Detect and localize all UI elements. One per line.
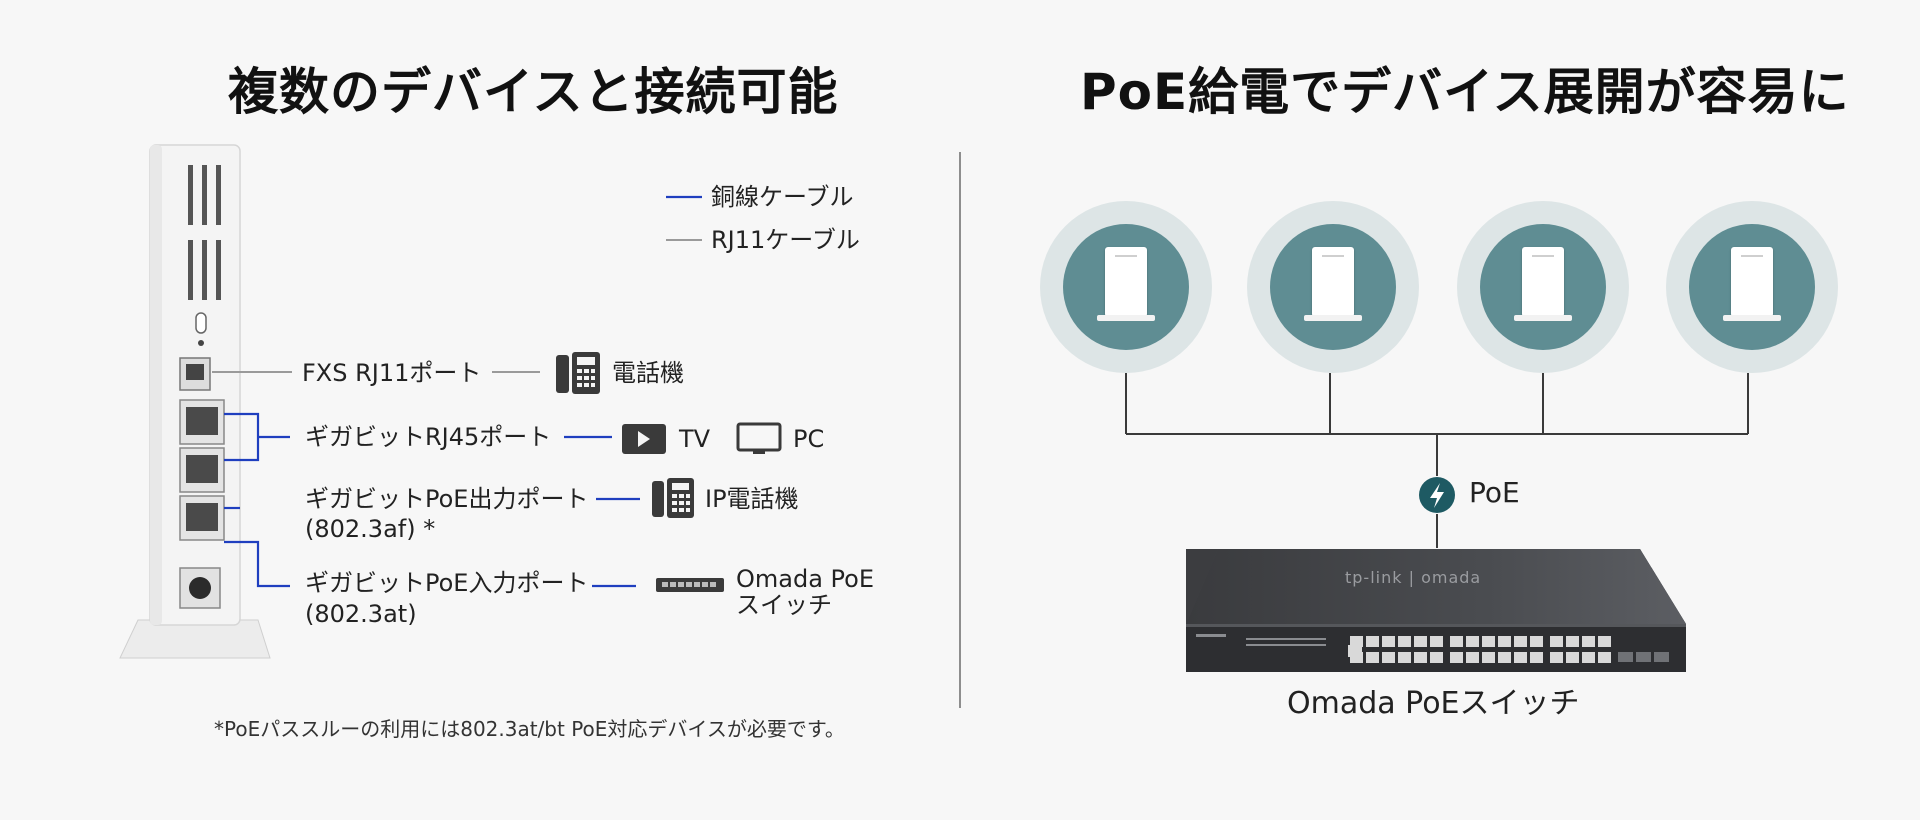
legend-rj11-label: RJ11ケーブル [711,226,860,254]
poe-switch [1186,549,1686,672]
fxs-port-label: FXS RJ11ポート [302,359,482,387]
switch-label-1: Omada PoE [736,565,875,593]
access-point-1 [1040,201,1212,373]
router-vent [202,165,207,225]
switch-icon [656,578,724,592]
rj45-port-label: ギガビットRJ45ポート [305,423,552,451]
router-vent [202,240,207,300]
pc-label: PC [793,425,825,453]
ap-device [1731,247,1773,317]
ip-phone-icon [652,478,694,518]
tv-label: TV [679,425,711,453]
ip-phone-label: IP電話機 [705,485,799,513]
ap-device [1522,247,1564,317]
router-vent [216,165,221,225]
poe-in-line [224,540,290,588]
poe-out-label-1: ギガビットPoE出力ポート [305,485,589,513]
poe-cables [1125,373,1749,548]
rj45-port-1-hole [186,407,218,435]
phone-label: 電話機 [612,359,684,387]
router-vent [188,240,193,300]
right-title: PoE給電でデバイス展開が容易に [1080,63,1850,121]
panel-divider [959,152,961,708]
router-side [150,145,162,625]
switch-label-2: スイッチ [736,591,832,619]
ap-device [1312,247,1354,317]
switch-brand: tp-link | omada [1345,568,1482,587]
access-point-3 [1457,201,1629,373]
poe-in-label-2: (802.3at) [305,600,417,628]
router-button [195,312,207,334]
phone-icon [556,352,600,394]
poe-label: PoE [1469,476,1520,509]
rj11-port-hole [186,364,204,380]
legend-copper-label: 銅線ケーブル [711,183,854,211]
dc-jack-hole [189,577,211,599]
router-stand [119,619,271,659]
footnote: *PoEパススルーの利用には802.3at/bt PoE対応デバイスが必要です。 [214,717,845,741]
switch-caption: Omada PoEスイッチ [1287,686,1580,721]
router-led [198,340,204,346]
access-point-4 [1666,201,1838,373]
rj45-port-2-hole [186,455,218,483]
tv-icon [622,424,666,454]
poe-out-label-2: (802.3af) * [305,515,436,543]
poe-out-port-hole [186,503,218,531]
poe-icon [1419,477,1455,513]
router-vent [188,165,193,225]
left-title: 複数のデバイスと接続可能 [228,63,839,121]
router-vent [216,240,221,300]
poe-in-label-1: ギガビットPoE入力ポート [305,569,589,597]
pc-icon [736,422,782,454]
ap-device [1105,247,1147,317]
access-point-2 [1247,201,1419,373]
